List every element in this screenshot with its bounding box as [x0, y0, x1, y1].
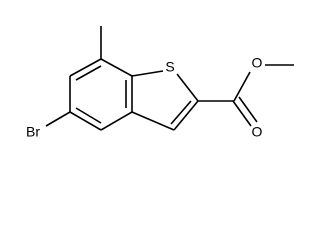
bond-s-c2	[176, 73, 199, 102]
bond-c6-c7	[69, 58, 102, 77]
molecule-structure: S Br O O	[26, 26, 294, 140]
bond-c2-c3-double	[170, 100, 192, 125]
bromine-atom-label: Br	[26, 124, 40, 140]
ester-group	[198, 64, 294, 127]
sulfur-atom-label: S	[165, 59, 174, 75]
bond-c7a-s	[131, 70, 164, 77]
bond-c5-br	[45, 111, 71, 127]
bond-c4-c5	[69, 111, 102, 131]
bond-c6-c7-double	[75, 65, 102, 81]
bond-c4-c5-double	[75, 107, 102, 124]
bond-carbonyl-c-o-single	[233, 71, 251, 102]
carbonyl-oxygen-label: O	[252, 124, 263, 140]
bond-c3-c3a	[131, 111, 175, 131]
ester-oxygen-label: O	[252, 55, 263, 71]
bond-c7-c7a	[100, 58, 133, 77]
bond-c3a-c4	[100, 111, 133, 131]
bond-carbonyl-double-b	[238, 96, 258, 123]
benzene-ring	[69, 58, 133, 131]
thiophene-ring	[131, 70, 199, 131]
bond-carbonyl-double-a	[232, 100, 252, 127]
bond-c2-c3	[173, 100, 199, 131]
